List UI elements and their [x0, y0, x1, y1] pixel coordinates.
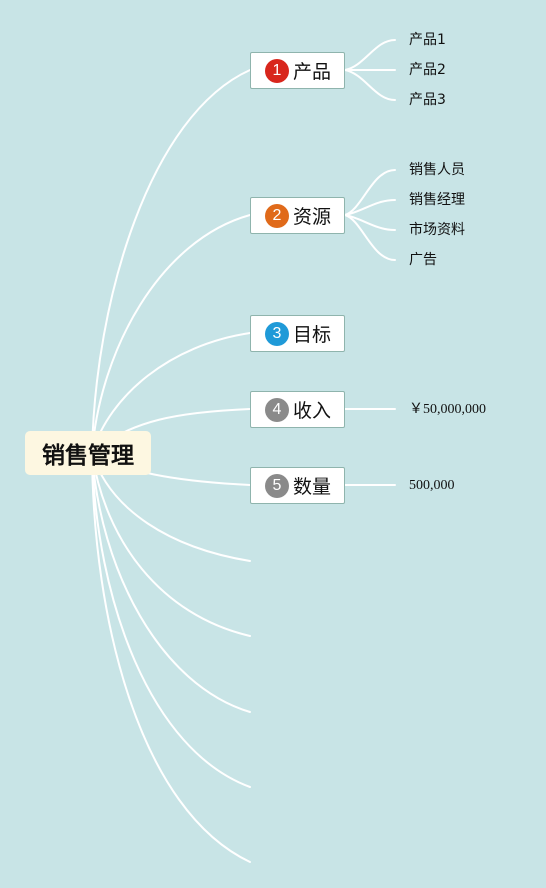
connector-root-to-empty-5: [91, 452, 251, 863]
badge-3: 3: [265, 321, 289, 346]
branch-label-3: 目标: [293, 324, 332, 346]
leaf-1-3[interactable]: 产品3: [409, 92, 446, 108]
branch-label-5: 数量: [293, 476, 332, 498]
branch-node-3[interactable]: 3 目标: [250, 315, 345, 352]
connector-branch-1-leaf-3: [344, 69, 396, 101]
connector-branch-2-leaf-4: [344, 214, 396, 261]
connector-branch-2-leaf-2: [344, 199, 396, 216]
branch-node-2[interactable]: 2 资源: [250, 197, 345, 234]
leaf-1-1[interactable]: 产品1: [409, 32, 446, 48]
connector-branch-2-leaf-1: [344, 169, 396, 216]
branch-node-1[interactable]: 1 产品: [250, 52, 345, 89]
connector-branch-1-leaf-1: [344, 39, 396, 71]
leaf-2-2[interactable]: 销售经理: [409, 192, 465, 208]
connector-root-to-empty-2: [91, 452, 251, 637]
branch-node-5[interactable]: 5 数量: [250, 467, 345, 504]
leaf-1-2[interactable]: 产品2: [409, 62, 446, 78]
connector-root-to-branch-2: [91, 214, 251, 454]
connector-root-to-empty-4: [91, 452, 251, 788]
branch-label-4: 收入: [293, 400, 332, 422]
leaf-2-1[interactable]: 销售人员: [409, 162, 465, 178]
connector-root-to-branch-1: [91, 69, 251, 454]
connector-branch-2-leaf-3: [344, 214, 396, 231]
branch-label-2: 资源: [293, 206, 332, 228]
leaf-4-1[interactable]: ￥50,000,000: [409, 402, 486, 417]
leaf-2-4[interactable]: 广告: [409, 252, 437, 268]
connector-root-to-empty-3: [91, 452, 251, 713]
badge-5: 5: [265, 473, 289, 498]
root-label: 销售管理: [42, 443, 134, 469]
badge-1: 1: [265, 58, 289, 83]
badge-2: 2: [265, 203, 289, 228]
badge-4: 4: [265, 397, 289, 422]
root-node[interactable]: 销售管理: [25, 431, 151, 475]
leaf-2-3[interactable]: 市场资料: [409, 222, 465, 238]
branch-node-4[interactable]: 4 收入: [250, 391, 345, 428]
leaf-5-1[interactable]: 500,000: [409, 478, 455, 493]
branch-label-1: 产品: [293, 61, 332, 83]
